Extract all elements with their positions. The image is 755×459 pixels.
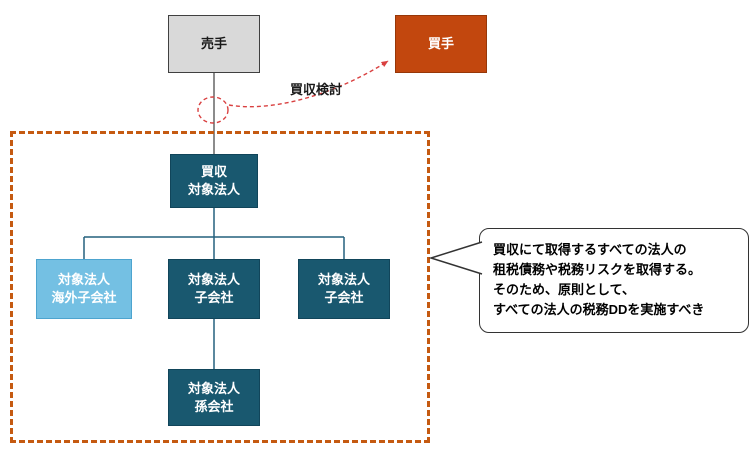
acquisition-arrow: [228, 60, 389, 108]
buyer-box: 買手: [395, 15, 487, 73]
subsidiary-right-box: 対象法人 子会社: [298, 259, 390, 319]
callout-text: 買収にて取得するすべての法人の 租税債務や税務リスクを取得する。 そのため、原則…: [493, 242, 705, 318]
subsidiary-right-label: 対象法人 子会社: [317, 272, 370, 305]
grandchild-subsidiary-label: 対象法人 孫会社: [187, 380, 240, 414]
target-corporation-box: 買収 対象法人: [170, 154, 258, 208]
buyer-label: 買手: [427, 36, 454, 52]
subsidiary-left-label: 対象法人 子会社: [187, 272, 240, 305]
callout-bubble: 買収にて取得するすべての法人の 租税債務や税務リスクを取得する。 そのため、原則…: [479, 228, 749, 333]
scope-dashed-box: [10, 131, 430, 443]
overseas-subsidiary-label: 対象法人 海外子会社: [51, 272, 117, 305]
highlight-ellipse: [197, 96, 229, 124]
grandchild-subsidiary-box: 対象法人 孫会社: [168, 369, 260, 426]
subsidiary-left-box: 対象法人 子会社: [168, 259, 260, 319]
target-corporation-label: 買収 対象法人: [187, 164, 240, 197]
acquisition-label: 買収検討: [290, 82, 343, 97]
seller-box: 売手: [168, 15, 260, 73]
overseas-subsidiary-box: 対象法人 海外子会社: [36, 259, 132, 319]
seller-label: 売手: [200, 36, 227, 52]
